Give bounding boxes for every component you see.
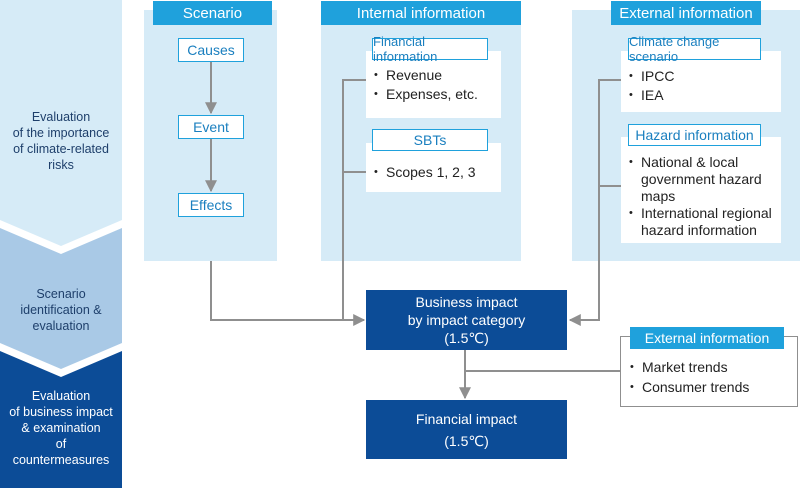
- business-impact-box: Business impact by impact category (1.5℃…: [366, 290, 567, 350]
- financial-impact-box: Financial impact (1.5℃): [366, 400, 567, 459]
- financial-item: Expenses, etc.: [372, 85, 495, 104]
- connector-internal-impact: [342, 79, 366, 320]
- hazard-item: International regional hazard informatio…: [627, 205, 777, 239]
- climate-item: IEA: [627, 86, 775, 105]
- external-info-market-list: Market trends Consumer trends: [628, 357, 793, 402]
- connector-scenario-impact: [210, 261, 366, 326]
- hazard-info-box: National & local government hazard maps …: [621, 137, 781, 243]
- stage-1-chevron: [0, 0, 122, 246]
- connector-external-impact: [568, 79, 621, 326]
- external-info-market-header: External information: [630, 327, 784, 349]
- event-box: Event: [178, 115, 244, 139]
- scenario-header: Scenario: [153, 1, 272, 25]
- causes-box: Causes: [178, 38, 244, 62]
- hazard-item: National & local government hazard maps: [627, 154, 777, 205]
- effects-box: Effects: [178, 193, 244, 217]
- financial-info-box: Revenue Expenses, etc.: [366, 51, 501, 118]
- stage-2-label: Scenario identification & evaluation: [20, 287, 102, 333]
- climate-scenario-box: IPCC IEA: [621, 51, 781, 112]
- stage-3-label: Evaluation of business impact & examinat…: [9, 389, 113, 467]
- stage-1-label: Evaluation of the importance of climate-…: [12, 110, 110, 172]
- stage-3-chevron: [0, 351, 122, 488]
- climate-item: IPCC: [627, 67, 775, 86]
- stage-2-chevron: [0, 228, 122, 369]
- financial-item: Revenue: [372, 66, 495, 85]
- sbts-label: SBTs: [372, 129, 488, 151]
- market-item: Consumer trends: [628, 377, 793, 397]
- external-header: External information: [611, 1, 761, 25]
- sbts-box: Scopes 1, 2, 3: [366, 143, 501, 192]
- market-item: Market trends: [628, 357, 793, 377]
- sbts-item: Scopes 1, 2, 3: [372, 163, 495, 182]
- internal-header: Internal information: [321, 1, 521, 25]
- hazard-info-label: Hazard information: [628, 124, 761, 146]
